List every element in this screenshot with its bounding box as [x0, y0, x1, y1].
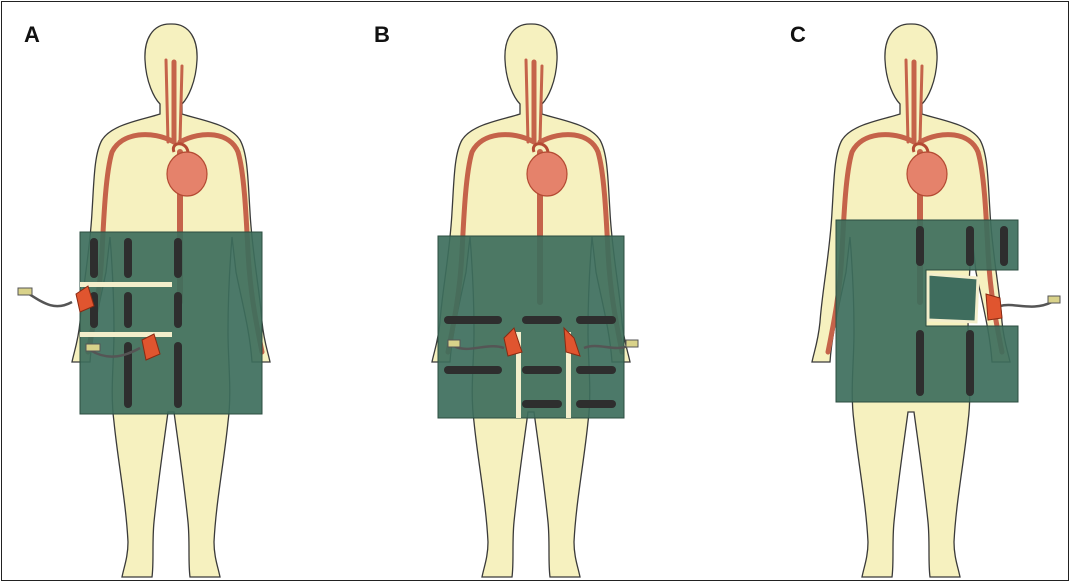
- panel-c: C: [714, 2, 1069, 581]
- panel-c-illustration: [714, 2, 1069, 581]
- panel-b: B: [358, 2, 714, 581]
- panel-a-illustration: [2, 2, 358, 581]
- panel-b-illustration: [358, 2, 714, 581]
- surgical-drape: [80, 232, 262, 414]
- surgical-drape: [438, 236, 624, 418]
- cannula-right: [986, 294, 1060, 320]
- drape-window-flap: [928, 274, 978, 322]
- cannula-upper: [18, 286, 94, 312]
- panel-a: A: [2, 2, 358, 581]
